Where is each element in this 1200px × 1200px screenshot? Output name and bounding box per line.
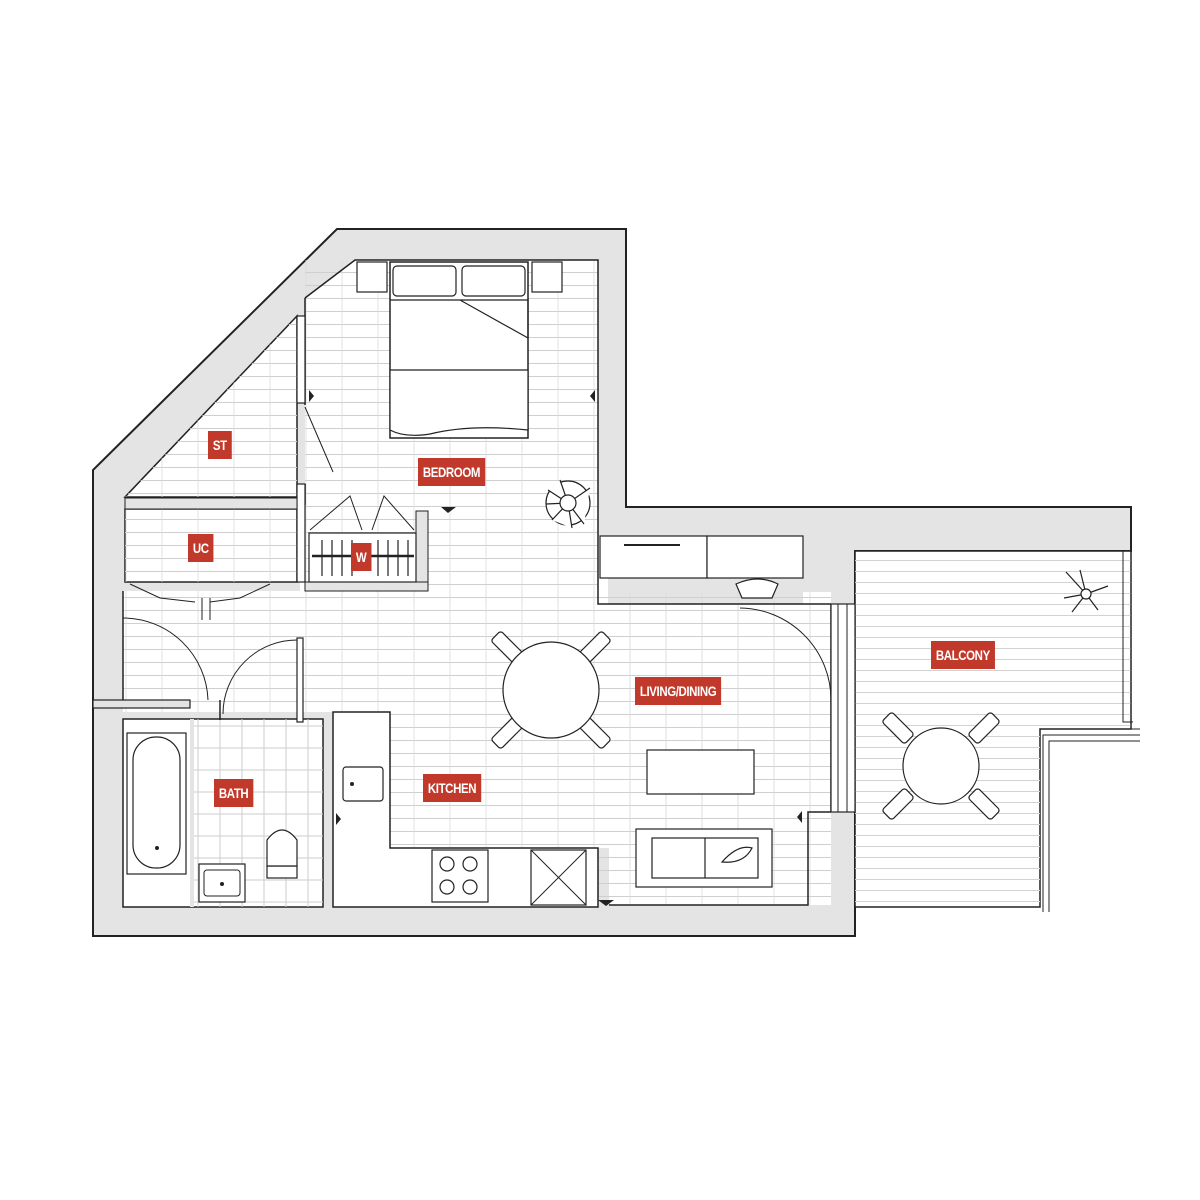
- double-bed: [356, 261, 563, 439]
- balcony-table: [882, 712, 1000, 820]
- room-label-utility: UC: [188, 534, 214, 562]
- room-label-wardrobe: W: [351, 543, 372, 571]
- section-markers: [309, 390, 802, 906]
- balcony-plant: [1063, 569, 1109, 613]
- room-label-bath: BATH: [214, 779, 254, 807]
- room-label-bedroom: BEDROOM: [418, 458, 485, 486]
- kitchen-fittings: [342, 535, 804, 906]
- room-label-living-dining: LIVING/DINING: [635, 677, 722, 705]
- bath-fittings: [126, 732, 298, 903]
- room-label-store: ST: [208, 431, 232, 459]
- living-furniture: [635, 749, 773, 888]
- room-label-balcony: BALCONY: [931, 641, 995, 669]
- doors: [122, 406, 415, 720]
- room-label-kitchen: KITCHEN: [423, 774, 482, 802]
- balcony-door: [739, 603, 856, 813]
- bedroom-plant: [545, 479, 591, 529]
- interior-walls: [92, 315, 429, 907]
- dining-table: [491, 631, 611, 749]
